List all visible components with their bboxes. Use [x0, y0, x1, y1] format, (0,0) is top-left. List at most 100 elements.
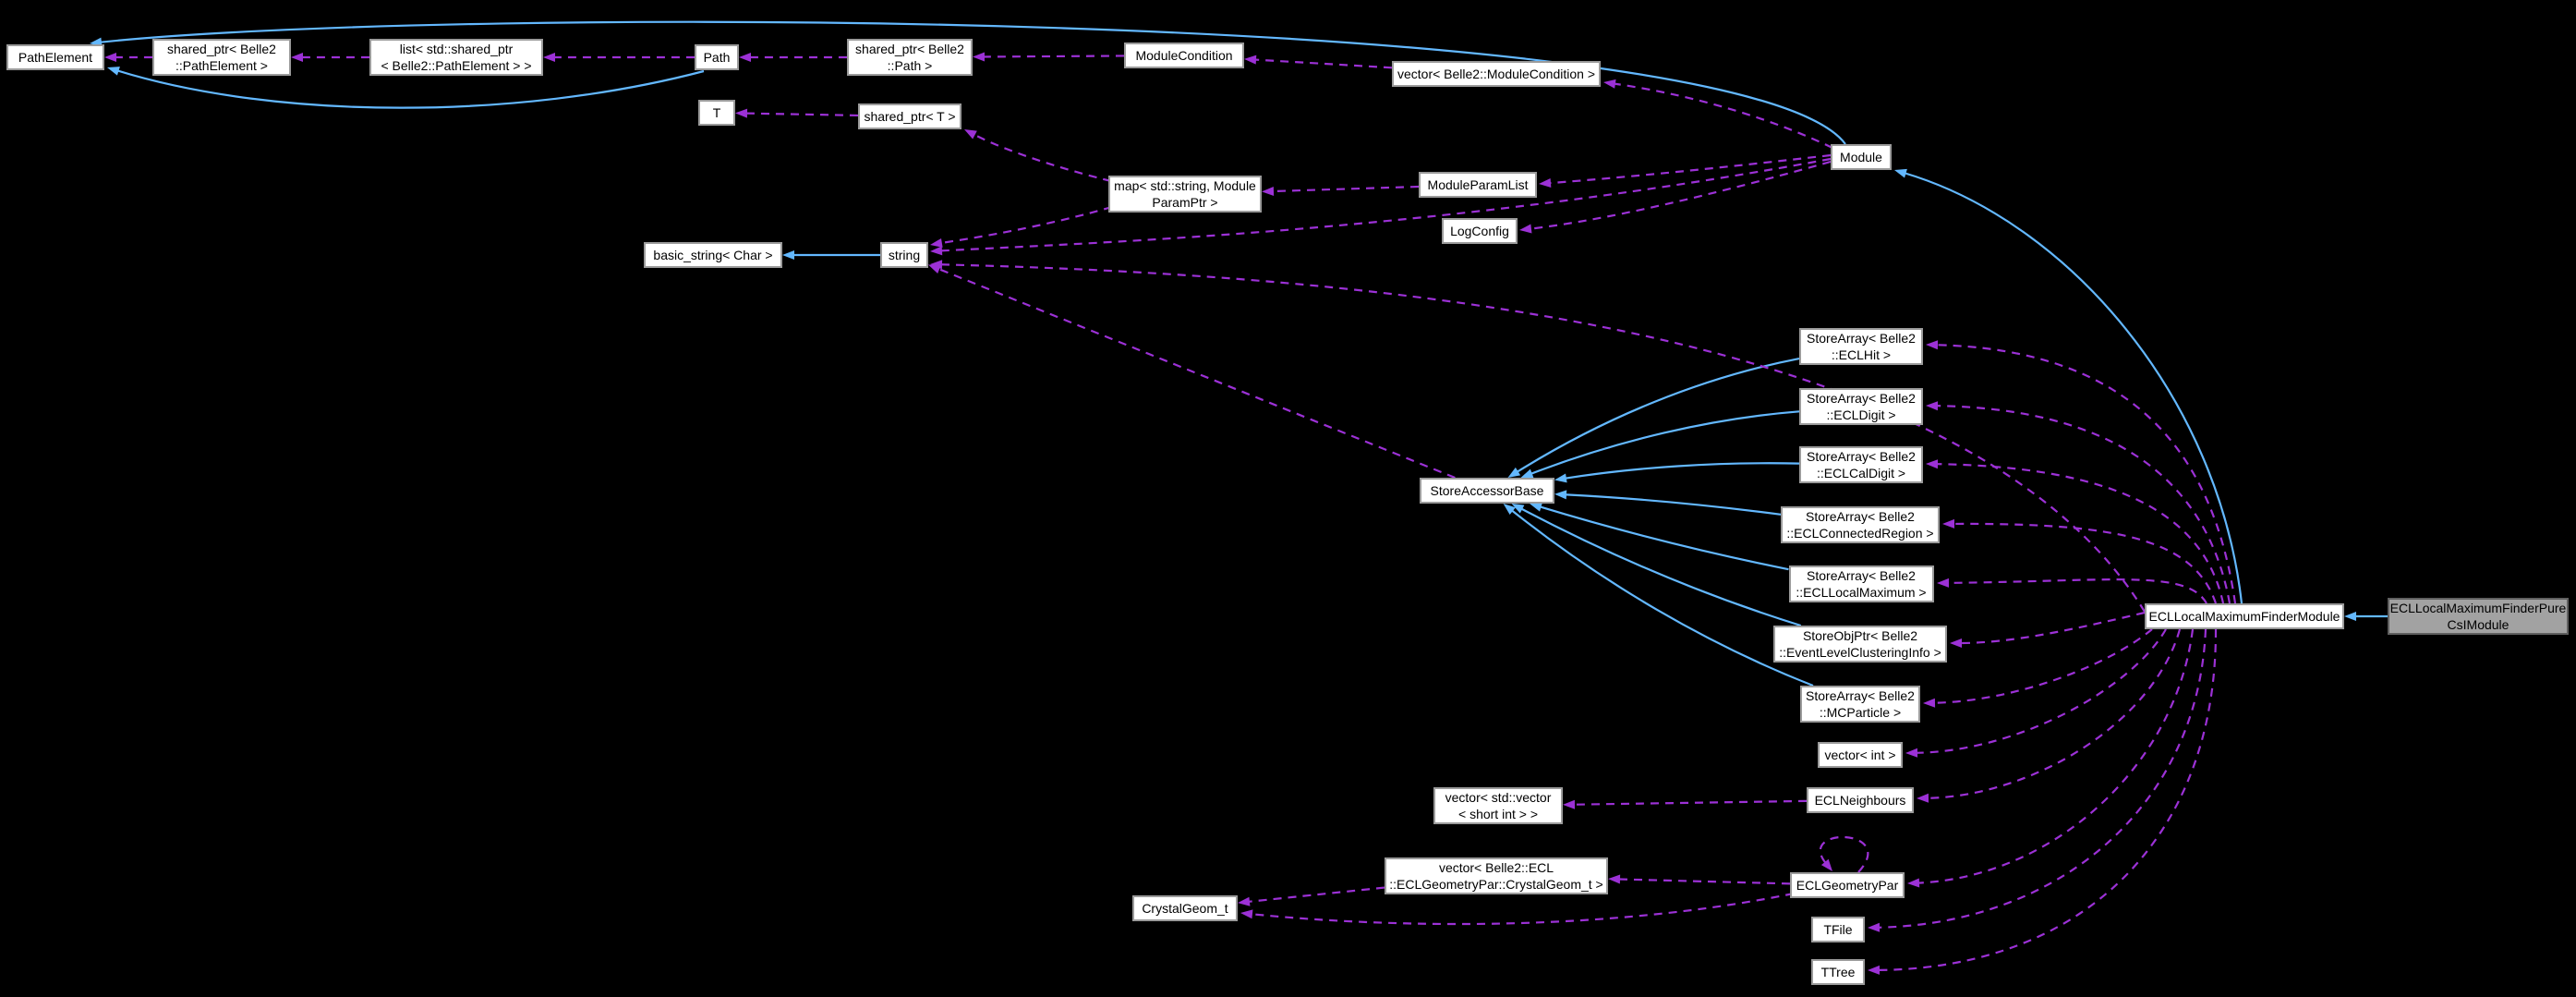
- arrowhead: [1507, 467, 1521, 478]
- node-label: ECLLocalMaximumFinderPure: [2389, 601, 2567, 615]
- arrowhead: [1554, 490, 1567, 500]
- arrowhead: [973, 52, 986, 62]
- node-vec_int[interactable]: vector< int >: [1818, 742, 1903, 768]
- node-label: ECLLocalMaximumFinderModule: [2148, 609, 2340, 624]
- node-sa_eclcaldigit[interactable]: StoreArray< Belle2::ECLCalDigit >: [1799, 446, 1923, 483]
- node-vec_vec_short[interactable]: vector< std::vector< short int > >: [1433, 787, 1563, 824]
- node-string[interactable]: string: [880, 242, 928, 268]
- node-label: vector< Belle2::ModuleCondition >: [1397, 67, 1596, 81]
- edge-finder-tfile: [1868, 628, 2207, 932]
- arrowhead: [1950, 638, 1962, 648]
- node-label: shared_ptr< Belle2: [855, 42, 964, 56]
- edge-module-moduleparamlist: [1539, 153, 1832, 188]
- node-label: StoreObjPtr< Belle2: [1802, 628, 1918, 643]
- node-label: StoreArray< Belle2: [1807, 391, 1916, 406]
- node-label: StoreArray< Belle2: [1807, 449, 1916, 464]
- node-t[interactable]: T: [698, 100, 735, 126]
- node-label: StoreAccessorBase: [1430, 483, 1544, 498]
- edge-eclgeometrypar-vec_crystalgeom: [1608, 874, 1791, 885]
- node-storeaccessorbase[interactable]: StoreAccessorBase: [1420, 478, 1554, 504]
- node-logconfig[interactable]: LogConfig: [1442, 218, 1518, 244]
- node-path[interactable]: Path: [695, 44, 739, 70]
- node-sa_ecldigit[interactable]: StoreArray< Belle2::ECLDigit >: [1799, 388, 1923, 425]
- node-label: ::ECLDigit >: [1826, 407, 1896, 422]
- node-vec_crystalgeom[interactable]: vector< Belle2::ECL::ECLGeometryPar::Cry…: [1385, 857, 1608, 894]
- edge-vec_crystalgeom-crystalgeom_t: [1238, 886, 1385, 906]
- node-sa_mcparticle[interactable]: StoreArray< Belle2::MCParticle >: [1800, 686, 1920, 723]
- node-label: shared_ptr< T >: [864, 109, 956, 124]
- edge-sa_ecllocalmaximum-storeaccessorbase: [1530, 502, 1789, 571]
- node-label: TTree: [1820, 965, 1856, 979]
- edge-list_sp_pathelement-sp_pathelement: [291, 53, 369, 62]
- arrowhead: [739, 53, 751, 62]
- node-sa_ecllocalmaximum[interactable]: StoreArray< Belle2::ECLLocalMaximum >: [1788, 565, 1934, 602]
- edge-map_param-sp_t: [964, 129, 1112, 183]
- node-finder[interactable]: ECLLocalMaximumFinderModule: [2145, 603, 2344, 629]
- edge-sp_path-path: [739, 53, 847, 62]
- node-label: T: [712, 105, 721, 120]
- node-label: < short int > >: [1458, 807, 1538, 821]
- arrowhead: [735, 108, 748, 118]
- edge-module-string: [930, 157, 1832, 256]
- node-moduleparamlist[interactable]: ModuleParamList: [1419, 172, 1537, 198]
- node-label: ::PathElement >: [175, 58, 268, 73]
- arrowhead: [1907, 878, 1920, 888]
- node-sp_t[interactable]: shared_ptr< T >: [858, 103, 961, 129]
- edge-finder-vec_int: [1905, 628, 2167, 758]
- node-pathelement[interactable]: PathElement: [6, 44, 104, 70]
- edge-module-logconfig: [1519, 160, 1832, 234]
- edge-finder-ttree: [1868, 628, 2218, 975]
- node-label: vector< std::vector: [1445, 790, 1552, 805]
- node-eclneighbours[interactable]: ECLNeighbours: [1807, 787, 1914, 813]
- edge-moduleparamlist-map_param: [1262, 185, 1420, 196]
- arrowhead: [782, 250, 794, 260]
- node-ttree[interactable]: TTree: [1811, 959, 1865, 985]
- arrowhead: [1868, 922, 1881, 932]
- node-label: ECLGeometryPar: [1796, 878, 1899, 893]
- edge-string-basic_string: [782, 250, 880, 260]
- edge-sop_eventlevelclusteringinfo-storeaccessorbase: [1511, 504, 1802, 627]
- arrowhead: [1530, 502, 1542, 512]
- node-basic_string[interactable]: basic_string< Char >: [644, 242, 782, 268]
- arrowhead: [964, 129, 977, 140]
- node-sp_path[interactable]: shared_ptr< Belle2::Path >: [847, 39, 973, 76]
- node-label: vector< Belle2::ECL: [1438, 860, 1554, 875]
- node-crystalgeom_t[interactable]: CrystalGeom_t: [1132, 895, 1238, 921]
- node-label: ::ECLCalDigit >: [1816, 466, 1906, 480]
- edge-vec_modulecondition-modulecondition: [1244, 55, 1393, 69]
- arrowhead: [543, 53, 555, 62]
- node-eclgeometrypar[interactable]: ECLGeometryPar: [1790, 872, 1905, 898]
- node-label: PathElement: [18, 50, 93, 65]
- arrowhead: [1520, 468, 1534, 479]
- node-vec_modulecondition[interactable]: vector< Belle2::ModuleCondition >: [1392, 61, 1601, 87]
- node-list_sp_pathelement[interactable]: list< std::shared_ptr< Belle2::PathEleme…: [369, 39, 543, 76]
- node-label: < Belle2::PathElement > >: [381, 58, 532, 73]
- node-sop_eventlevelclusteringinfo[interactable]: StoreObjPtr< Belle2::EventLevelClusterin…: [1773, 626, 1947, 663]
- node-label: StoreArray< Belle2: [1806, 509, 1915, 524]
- node-label: Path: [703, 50, 731, 65]
- edge-finder-sop_eventlevelclusteringinfo: [1950, 611, 2146, 648]
- node-module[interactable]: Module: [1831, 144, 1892, 170]
- arrowhead: [1926, 340, 1939, 350]
- node-sa_eclconnectedregion[interactable]: StoreArray< Belle2::ECLConnectedRegion >: [1781, 506, 1940, 543]
- edge-module-vec_modulecondition: [1603, 79, 1833, 149]
- node-label: StoreArray< Belle2: [1806, 688, 1915, 703]
- arrowhead: [1923, 698, 1936, 708]
- node-tfile[interactable]: TFile: [1811, 917, 1865, 942]
- arrowhead: [1519, 224, 1532, 234]
- edge-finder-sa_eclcaldigit: [1926, 459, 2225, 604]
- edge-path-list_sp_pathelement: [543, 53, 695, 62]
- arrowhead: [1244, 55, 1257, 65]
- node-modulecondition[interactable]: ModuleCondition: [1124, 43, 1244, 68]
- node-sp_pathelement[interactable]: shared_ptr< Belle2::PathElement >: [152, 39, 291, 76]
- edge-modulecondition-sp_path: [973, 52, 1125, 62]
- node-label: ::ECLGeometryPar::CrystalGeom_t >: [1389, 877, 1603, 892]
- arrowhead: [1563, 799, 1576, 809]
- node-sa_eclhit[interactable]: StoreArray< Belle2::ECLHit >: [1799, 328, 1923, 365]
- edge-sp_pathelement-pathelement: [104, 53, 152, 62]
- arrowhead: [2344, 612, 2356, 621]
